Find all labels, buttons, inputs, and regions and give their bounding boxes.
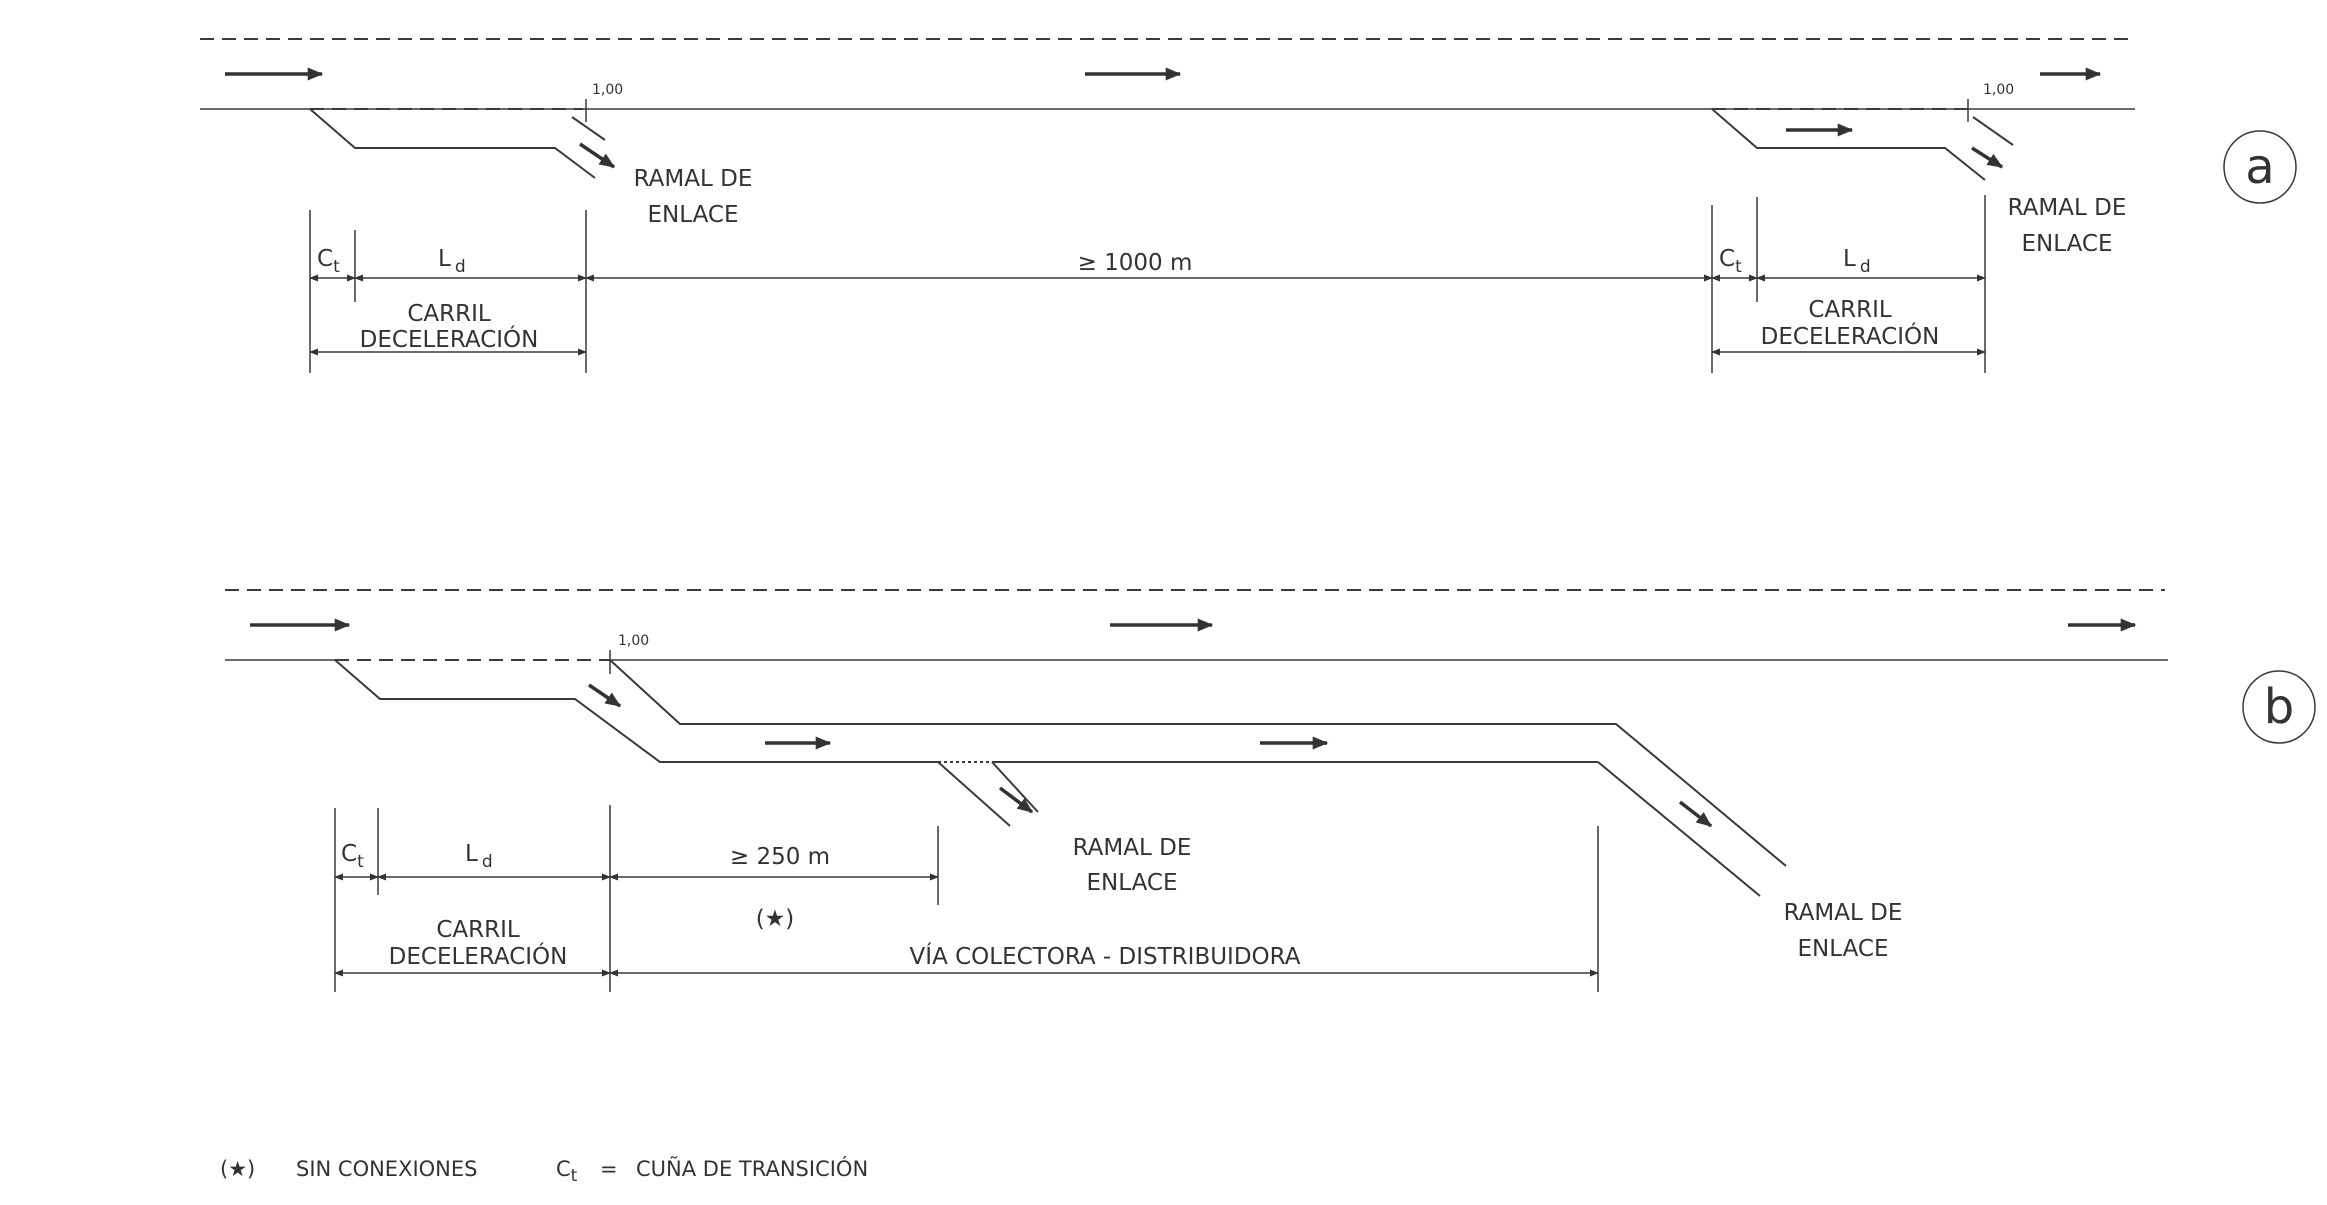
diagram-marker-circle <box>2223 130 2297 204</box>
ramp-edge <box>991 761 1039 813</box>
ramp-label: ENLACE <box>647 202 738 228</box>
ramp-arrow <box>1971 146 2004 169</box>
ramp-arrow <box>998 786 1034 814</box>
lane-taper-left <box>309 108 596 179</box>
ramp-edge <box>571 116 606 141</box>
lane-label: CARRIL <box>436 917 520 943</box>
note-mark: (★) <box>756 906 795 932</box>
collector-upper-edge <box>609 659 1787 867</box>
ramp-label: RAMAL DE <box>1073 835 1192 861</box>
lane-label: DECELERACIÓN <box>360 325 539 353</box>
spacing-label: ≥ 1000 m <box>1078 250 1193 276</box>
ramp-arrow <box>1678 800 1713 828</box>
diagram-marker: b <box>2264 679 2294 735</box>
lane-label: DECELERACIÓN <box>389 942 568 970</box>
ramp-label: ENLACE <box>1797 936 1888 962</box>
legend-star-text: SIN CONEXIONES <box>296 1157 478 1181</box>
lane-label: DECELERACIÓN <box>1761 322 1940 350</box>
ramp-edge <box>1972 116 2014 146</box>
diagram-b: 1,00 RAMAL DE ENLACE RAMAL DE ENLACE Ct … <box>225 589 2316 992</box>
ramp-arrow <box>579 142 616 169</box>
ramp-label: RAMAL DE <box>634 166 753 192</box>
ramp-label: RAMAL DE <box>1784 900 1903 926</box>
spacing-label: ≥ 250 m <box>730 844 830 870</box>
lane-label: CARRIL <box>1808 297 1892 323</box>
diagram-a: 1,00 RAMAL DE ENLACE 1,00 RAMAL DE ENLAC… <box>200 38 2297 373</box>
lane-taper-right <box>1711 108 1986 181</box>
offset-label: 1,00 <box>592 82 623 98</box>
offset-label: 1,00 <box>618 633 649 649</box>
collector-lower-edge <box>1597 761 1761 897</box>
legend-ct-text: CUÑA DE TRANSICIÓN <box>636 1155 868 1181</box>
ct-label: Ct <box>341 841 364 872</box>
ramp-edge <box>937 761 1011 827</box>
ramp-label: RAMAL DE <box>2008 195 2127 221</box>
lane-label: CARRIL <box>407 301 491 327</box>
diagram-marker: a <box>2245 139 2274 195</box>
ramp-label: ENLACE <box>1086 870 1177 896</box>
legend-ct-equals: = <box>600 1157 618 1181</box>
ramp-arrow <box>588 683 622 708</box>
ramp-label: ENLACE <box>2021 231 2112 257</box>
lane-taper <box>334 659 938 763</box>
legend: (★) SIN CONEXIONES Ct = CUÑA DE TRANSICI… <box>220 1155 868 1186</box>
collector-label: VÍA COLECTORA - DISTRIBUIDORA <box>910 942 1301 970</box>
ct-label: Ct <box>1719 246 1742 277</box>
offset-label: 1,00 <box>1983 82 2014 98</box>
ct-label: Ct <box>317 246 340 277</box>
legend-ct-symbol: Ct <box>556 1157 578 1186</box>
diagram-marker-circle <box>2242 670 2316 744</box>
legend-star-mark: (★) <box>220 1157 255 1181</box>
